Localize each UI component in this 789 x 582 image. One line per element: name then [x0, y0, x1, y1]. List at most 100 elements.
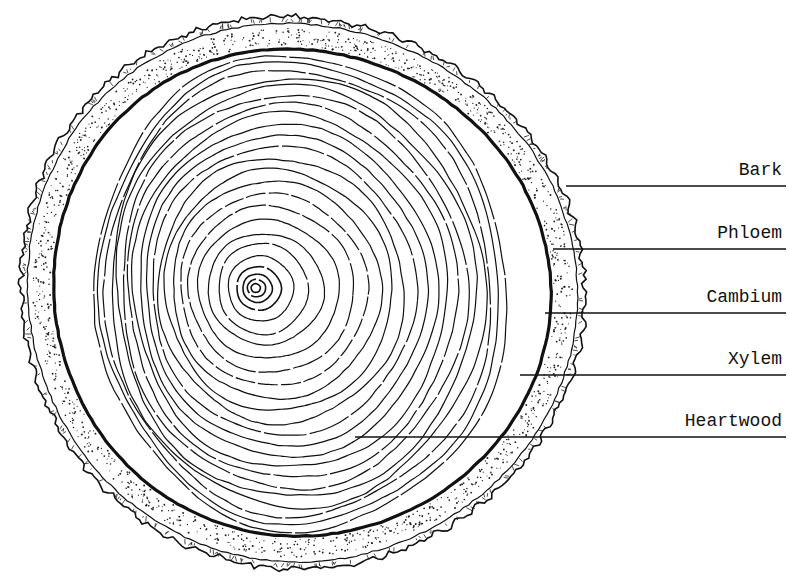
stipple-dot	[520, 149, 521, 150]
stipple-dot	[70, 161, 72, 163]
stipple-dot	[395, 528, 396, 529]
stipple-dot	[205, 529, 207, 531]
stipple-dot	[99, 118, 100, 119]
stipple-dot	[372, 58, 373, 59]
stipple-dot	[180, 51, 182, 53]
stipple-dot	[49, 271, 51, 273]
bark-tick	[490, 489, 491, 492]
stipple-dot	[55, 214, 57, 216]
stipple-dot	[493, 130, 494, 131]
stipple-dot	[486, 475, 487, 476]
bark-tick	[406, 45, 408, 48]
stipple-dot	[47, 334, 49, 336]
stipple-dot	[74, 142, 75, 143]
stipple-dot	[47, 333, 49, 335]
stipple-dot	[554, 230, 556, 232]
stipple-dot	[308, 542, 310, 544]
stipple-dot	[556, 293, 558, 295]
stipple-dot	[503, 144, 504, 145]
stipple-dot	[555, 301, 556, 302]
stipple-dot	[229, 49, 231, 51]
stipple-dot	[45, 335, 46, 336]
stipple-dot	[551, 228, 553, 230]
stipple-dot	[183, 515, 184, 516]
stipple-dot	[507, 455, 508, 456]
bark-tick	[215, 552, 218, 553]
stipple-dot	[454, 489, 456, 491]
stipple-dot	[60, 361, 62, 363]
stipple-dot	[244, 544, 245, 545]
stipple-dot	[101, 448, 102, 449]
stipple-dot	[448, 81, 450, 83]
stipple-dot	[252, 545, 254, 547]
stipple-dot	[87, 438, 88, 439]
stipple-dot	[429, 79, 431, 81]
stipple-dot	[435, 518, 437, 520]
stipple-dot	[288, 30, 289, 31]
stipple-dot	[181, 59, 182, 60]
stipple-dot	[86, 135, 87, 136]
stipple-dot	[428, 513, 430, 515]
stipple-dot	[141, 494, 142, 495]
stipple-dot	[51, 333, 52, 334]
stipple-dot	[151, 70, 153, 72]
stipple-dot	[566, 315, 567, 316]
stipple-dot	[391, 58, 392, 59]
stipple-dot	[456, 497, 457, 498]
bark-tick	[222, 24, 223, 29]
stipple-dot	[547, 367, 548, 368]
stipple-dot	[35, 277, 37, 279]
stipple-dot	[473, 114, 474, 115]
stipple-dot	[68, 164, 70, 166]
stipple-dot	[79, 133, 80, 134]
stipple-dot	[555, 279, 557, 281]
stipple-dot	[370, 52, 371, 53]
stipple-dot	[115, 91, 117, 93]
stipple-dot	[484, 105, 486, 107]
stipple-dot	[462, 501, 463, 502]
stipple-dot	[296, 33, 297, 34]
stipple-dot	[470, 492, 472, 494]
stipple-dot	[364, 53, 365, 54]
bark-tick	[202, 30, 204, 34]
stipple-dot	[225, 534, 227, 536]
bark-tick	[58, 149, 60, 152]
stipple-dot	[67, 174, 68, 175]
stipple-dot	[542, 405, 544, 407]
bark-tick	[135, 511, 136, 514]
stipple-dot	[344, 538, 346, 540]
stipple-dot	[353, 38, 354, 39]
stipple-dot	[44, 221, 45, 222]
stipple-dot	[181, 51, 183, 53]
stipple-dot	[346, 537, 348, 539]
stipple-dot	[313, 544, 315, 546]
stipple-dot	[224, 44, 225, 45]
stipple-dot	[373, 530, 375, 532]
stipple-dot	[38, 311, 39, 312]
bark-tick	[575, 337, 580, 339]
bark-tick	[447, 66, 451, 68]
stipple-dot	[551, 228, 553, 230]
stipple-dot	[214, 46, 216, 48]
stipple-dot	[114, 459, 115, 460]
stipple-dot	[127, 493, 129, 495]
stipple-dot	[152, 508, 154, 510]
stipple-dot	[136, 89, 137, 90]
stipple-dot	[441, 83, 443, 85]
growth-ring	[147, 135, 429, 446]
stipple-dot	[521, 148, 523, 150]
stipple-dot	[224, 38, 225, 39]
bark-tick	[546, 166, 547, 169]
bark-tick	[270, 17, 271, 22]
bark-tick	[172, 43, 173, 46]
stipple-dot	[555, 209, 557, 211]
stipple-dot	[62, 388, 63, 389]
stipple-dot	[564, 332, 565, 333]
stipple-dot	[173, 523, 175, 525]
stipple-dot	[549, 194, 551, 196]
stipple-dot	[46, 336, 47, 337]
stipple-dot	[293, 544, 295, 546]
stipple-dot	[341, 46, 343, 48]
stipple-dot	[72, 422, 74, 424]
stipple-dot	[447, 85, 448, 86]
